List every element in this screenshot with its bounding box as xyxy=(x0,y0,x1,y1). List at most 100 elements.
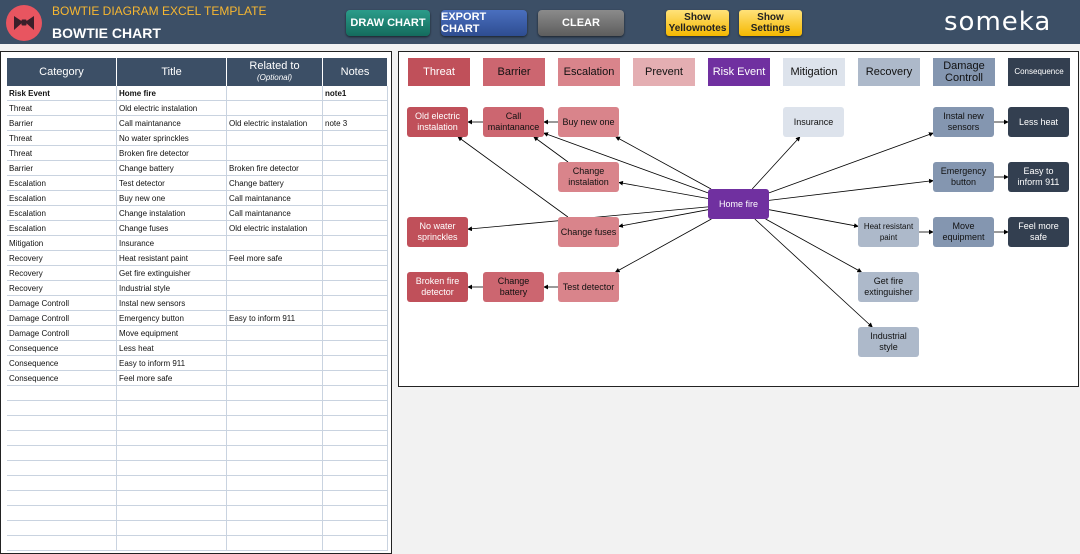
table-cell[interactable] xyxy=(227,416,323,430)
table-cell[interactable] xyxy=(227,86,323,100)
table-cell[interactable]: Broken fire detector xyxy=(117,146,227,160)
table-cell[interactable]: Get fire extinguisher xyxy=(117,266,227,280)
table-cell[interactable] xyxy=(7,401,117,415)
table-cell[interactable] xyxy=(323,206,388,220)
table-cell[interactable]: Escalation xyxy=(7,221,117,235)
table-row-empty[interactable] xyxy=(7,431,388,446)
table-cell[interactable]: Consequence xyxy=(7,341,117,355)
table-cell[interactable] xyxy=(7,506,117,520)
table-cell[interactable] xyxy=(323,146,388,160)
table-cell[interactable] xyxy=(227,521,323,535)
table-cell[interactable]: Test detector xyxy=(117,176,227,190)
table-cell[interactable] xyxy=(227,281,323,295)
table-cell[interactable]: Home fire xyxy=(117,86,227,100)
table-cell[interactable]: Call maintanance xyxy=(227,191,323,205)
export-chart-button[interactable]: EXPORT CHART xyxy=(441,10,527,36)
table-cell[interactable] xyxy=(227,401,323,415)
table-cell[interactable] xyxy=(7,476,117,490)
table-row-empty[interactable] xyxy=(7,416,388,431)
table-cell[interactable] xyxy=(323,371,388,385)
node-sensors[interactable]: Instal new sensors xyxy=(933,107,994,137)
table-row-empty[interactable] xyxy=(7,491,388,506)
table-cell[interactable] xyxy=(227,131,323,145)
table-cell[interactable] xyxy=(323,356,388,370)
node-home[interactable]: Home fire xyxy=(708,189,769,219)
node-getfire[interactable]: Get fire extinguisher xyxy=(858,272,919,302)
table-cell[interactable] xyxy=(323,326,388,340)
table-cell[interactable]: Buy new one xyxy=(117,191,227,205)
table-cell[interactable] xyxy=(227,476,323,490)
table-cell[interactable]: Escalation xyxy=(7,191,117,205)
node-emerg[interactable]: Emergency button xyxy=(933,162,994,192)
table-cell[interactable] xyxy=(7,521,117,535)
node-chinst[interactable]: Change instalation xyxy=(558,162,619,192)
show-yellownotes-button[interactable]: Show Yellownotes xyxy=(666,10,729,36)
node-moveeq[interactable]: Move equipment xyxy=(933,217,994,247)
table-cell[interactable]: Change battery xyxy=(227,176,323,190)
node-callm[interactable]: Call maintanance xyxy=(483,107,544,137)
table-cell[interactable]: Change fuses xyxy=(117,221,227,235)
table-cell[interactable]: Risk Event xyxy=(7,86,117,100)
table-cell[interactable] xyxy=(117,476,227,490)
table-cell[interactable] xyxy=(7,416,117,430)
table-cell[interactable]: Easy to inform 911 xyxy=(117,356,227,370)
table-cell[interactable] xyxy=(7,446,117,460)
table-cell[interactable] xyxy=(323,266,388,280)
table-cell[interactable] xyxy=(227,446,323,460)
table-cell[interactable] xyxy=(323,281,388,295)
table-cell[interactable] xyxy=(227,431,323,445)
table-cell[interactable] xyxy=(117,386,227,400)
node-safe[interactable]: Feel more safe xyxy=(1008,217,1069,247)
table-cell[interactable]: Old electric instalation xyxy=(227,116,323,130)
table-cell[interactable] xyxy=(7,536,117,550)
table-row-empty[interactable] xyxy=(7,461,388,476)
table-cell[interactable]: Heat resistant paint xyxy=(117,251,227,265)
table-cell[interactable] xyxy=(323,416,388,430)
node-insurance[interactable]: Insurance xyxy=(783,107,844,137)
node-test[interactable]: Test detector xyxy=(558,272,619,302)
table-cell[interactable]: Feel more safe xyxy=(227,251,323,265)
table-cell[interactable] xyxy=(323,191,388,205)
table-cell[interactable] xyxy=(227,326,323,340)
table-cell[interactable]: Call maintanance xyxy=(117,116,227,130)
table-row-empty[interactable] xyxy=(7,536,388,551)
table-cell[interactable]: No water sprinckles xyxy=(117,131,227,145)
table-cell[interactable] xyxy=(227,491,323,505)
table-cell[interactable]: note1 xyxy=(323,86,388,100)
table-cell[interactable] xyxy=(227,236,323,250)
table-cell[interactable]: Threat xyxy=(7,131,117,145)
table-cell[interactable] xyxy=(7,431,117,445)
node-battery[interactable]: Change battery xyxy=(483,272,544,302)
table-cell[interactable]: Barrier xyxy=(7,116,117,130)
table-cell[interactable] xyxy=(323,476,388,490)
table-cell[interactable]: Escalation xyxy=(7,176,117,190)
table-cell[interactable] xyxy=(323,221,388,235)
table-cell[interactable]: Damage Controll xyxy=(7,326,117,340)
table-cell[interactable] xyxy=(323,521,388,535)
table-cell[interactable]: Easy to inform 911 xyxy=(227,311,323,325)
table-cell[interactable]: Escalation xyxy=(7,206,117,220)
table-cell[interactable]: Damage Controll xyxy=(7,311,117,325)
table-cell[interactable] xyxy=(117,506,227,520)
table-row-empty[interactable] xyxy=(7,401,388,416)
table-cell[interactable]: Recovery xyxy=(7,281,117,295)
table-cell[interactable]: Mitigation xyxy=(7,236,117,250)
table-cell[interactable] xyxy=(323,311,388,325)
table-cell[interactable]: Recovery xyxy=(7,266,117,280)
table-cell[interactable]: Old electric instalation xyxy=(117,101,227,115)
table-cell[interactable] xyxy=(117,446,227,460)
table-row-empty[interactable] xyxy=(7,446,388,461)
table-cell[interactable] xyxy=(117,536,227,550)
table-cell[interactable] xyxy=(323,176,388,190)
node-lessheat[interactable]: Less heat xyxy=(1008,107,1069,137)
table-cell[interactable] xyxy=(323,101,388,115)
